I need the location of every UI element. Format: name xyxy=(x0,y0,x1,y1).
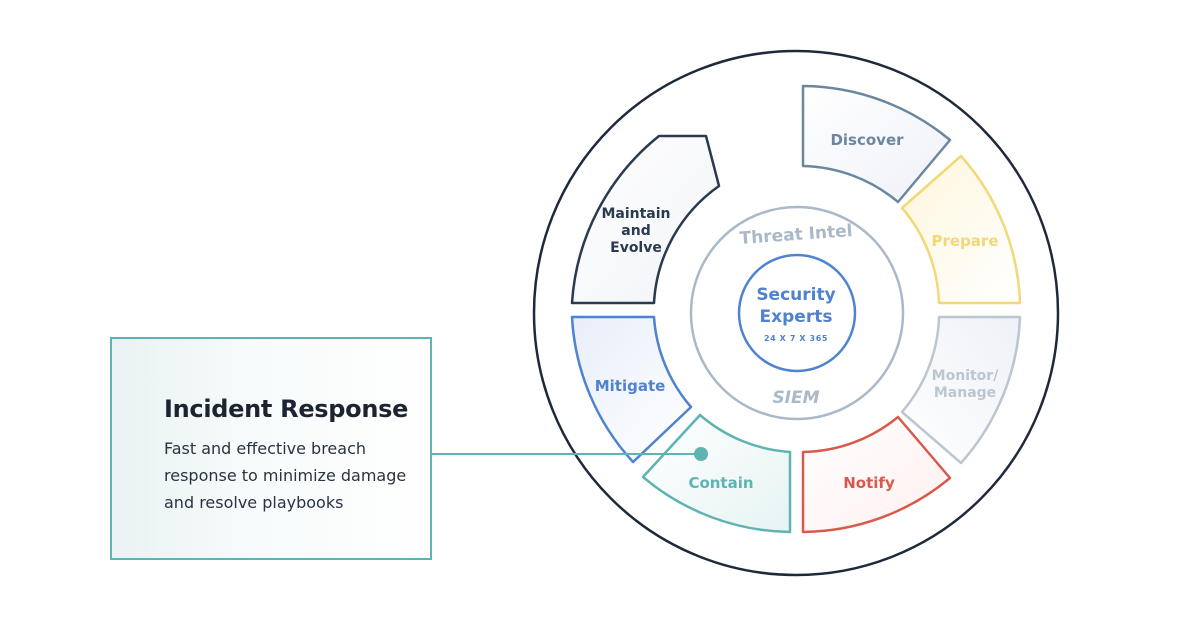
card-title: Incident Response xyxy=(164,395,409,423)
center-circle xyxy=(737,253,857,373)
notify-label: Notify xyxy=(843,474,895,492)
mitigate-label: Mitigate xyxy=(595,377,666,395)
monitor-label-line1: Monitor/ xyxy=(932,368,1000,384)
incident-response-card: Incident Response Fast and effective bre… xyxy=(110,337,432,560)
segment-contain[interactable] xyxy=(641,413,792,534)
siem-label: SIEM xyxy=(772,388,819,408)
center-title-line1: Security xyxy=(756,285,835,305)
card-description: Fast and effective breach response to mi… xyxy=(164,439,407,512)
contain-label: Contain xyxy=(688,474,753,492)
center-subtitle: 24 X 7 X 365 xyxy=(764,334,828,343)
segment-maintain-evolve[interactable] xyxy=(570,134,721,305)
maintain-label-line3: Evolve xyxy=(610,240,662,256)
connector-dot xyxy=(694,447,708,461)
center-title-line2: Experts xyxy=(760,307,833,327)
maintain-label-line1: Maintain xyxy=(601,206,670,222)
monitor-label-line2: Manage xyxy=(934,385,996,401)
segment-mitigate[interactable] xyxy=(570,315,693,464)
prepare-label: Prepare xyxy=(932,232,999,250)
discover-label: Discover xyxy=(830,131,904,149)
maintain-label-line2: and xyxy=(621,223,650,239)
segment-notify[interactable] xyxy=(801,415,952,534)
segment-discover[interactable] xyxy=(801,84,952,204)
segment-prepare[interactable] xyxy=(900,154,1022,305)
segment-monitor-manage[interactable] xyxy=(900,315,1022,465)
outer-circle xyxy=(532,49,1060,577)
